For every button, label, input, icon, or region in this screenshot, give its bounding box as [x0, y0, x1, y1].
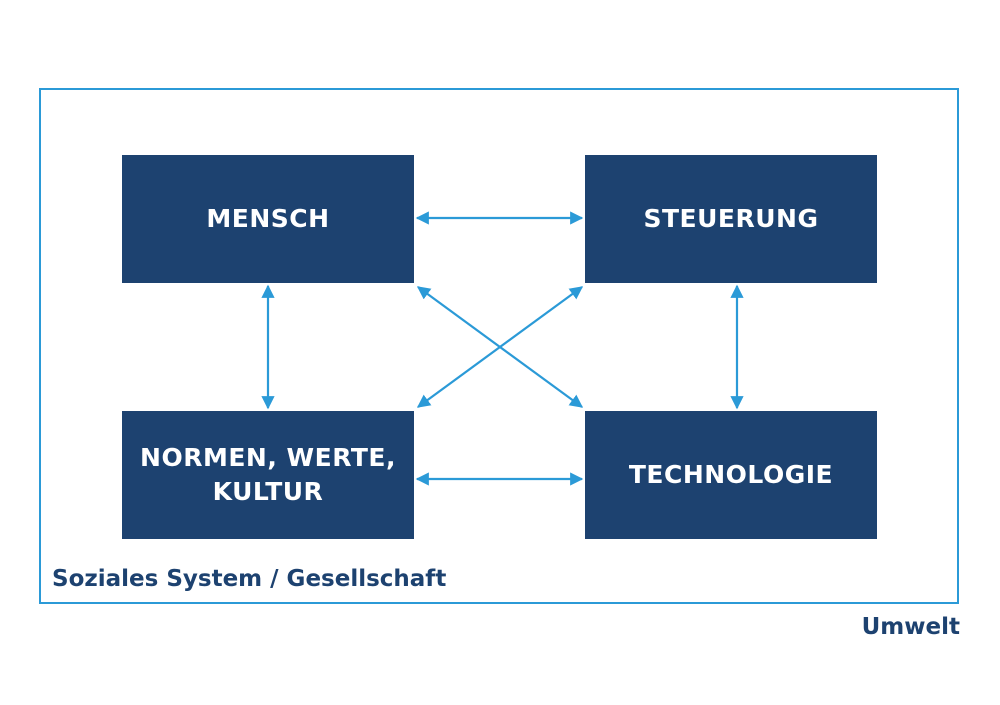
box-mensch-label: MENSCH	[206, 204, 330, 233]
box-normen-label: NORMEN, WERTE, KULTUR	[140, 443, 396, 506]
environment-label: Umwelt	[861, 614, 960, 640]
social-system-label: Soziales System / Gesellschaft	[52, 566, 447, 592]
box-mensch: MENSCH	[122, 155, 414, 283]
box-steuerung: STEUERUNG	[585, 155, 877, 283]
box-normen-werte-kultur: NORMEN, WERTE, KULTUR	[122, 411, 414, 539]
social-system-frame	[39, 88, 959, 604]
box-steuerung-label: STEUERUNG	[643, 204, 819, 233]
box-technologie-label: TECHNOLOGIE	[628, 460, 834, 489]
arrow-steuerung-normen	[416, 286, 584, 408]
box-technologie: TECHNOLOGIE	[585, 411, 877, 539]
